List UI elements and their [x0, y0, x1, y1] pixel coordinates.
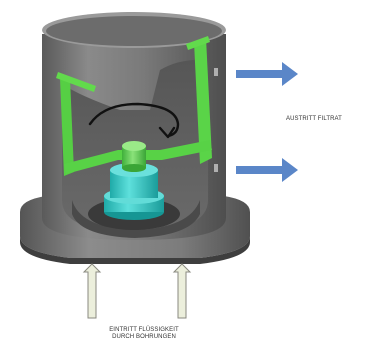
inlet-label-line-1: EINTRITT FLÜSSIGKEIT [109, 327, 179, 333]
inlet-arrow-right [172, 263, 192, 319]
arrow-right-icon [236, 158, 298, 182]
arrow-up-icon [82, 263, 102, 319]
inlet-label: EINTRITT FLÜSSIGKEIT DURCH BOHRUNGEN [86, 327, 202, 341]
inlet-arrow-left [82, 263, 102, 319]
arrow-right-icon [236, 62, 298, 86]
inlet-label-line-2: DURCH BOHRUNGEN [112, 334, 176, 340]
center-post [104, 141, 164, 220]
outlet-arrow-bottom [236, 158, 298, 182]
outlet-arrow-top [236, 62, 298, 86]
curved-arrow-icon [88, 102, 180, 139]
outlet-label: AUSTRITT FILTRAT [286, 116, 342, 122]
arrow-up-icon [172, 263, 192, 319]
